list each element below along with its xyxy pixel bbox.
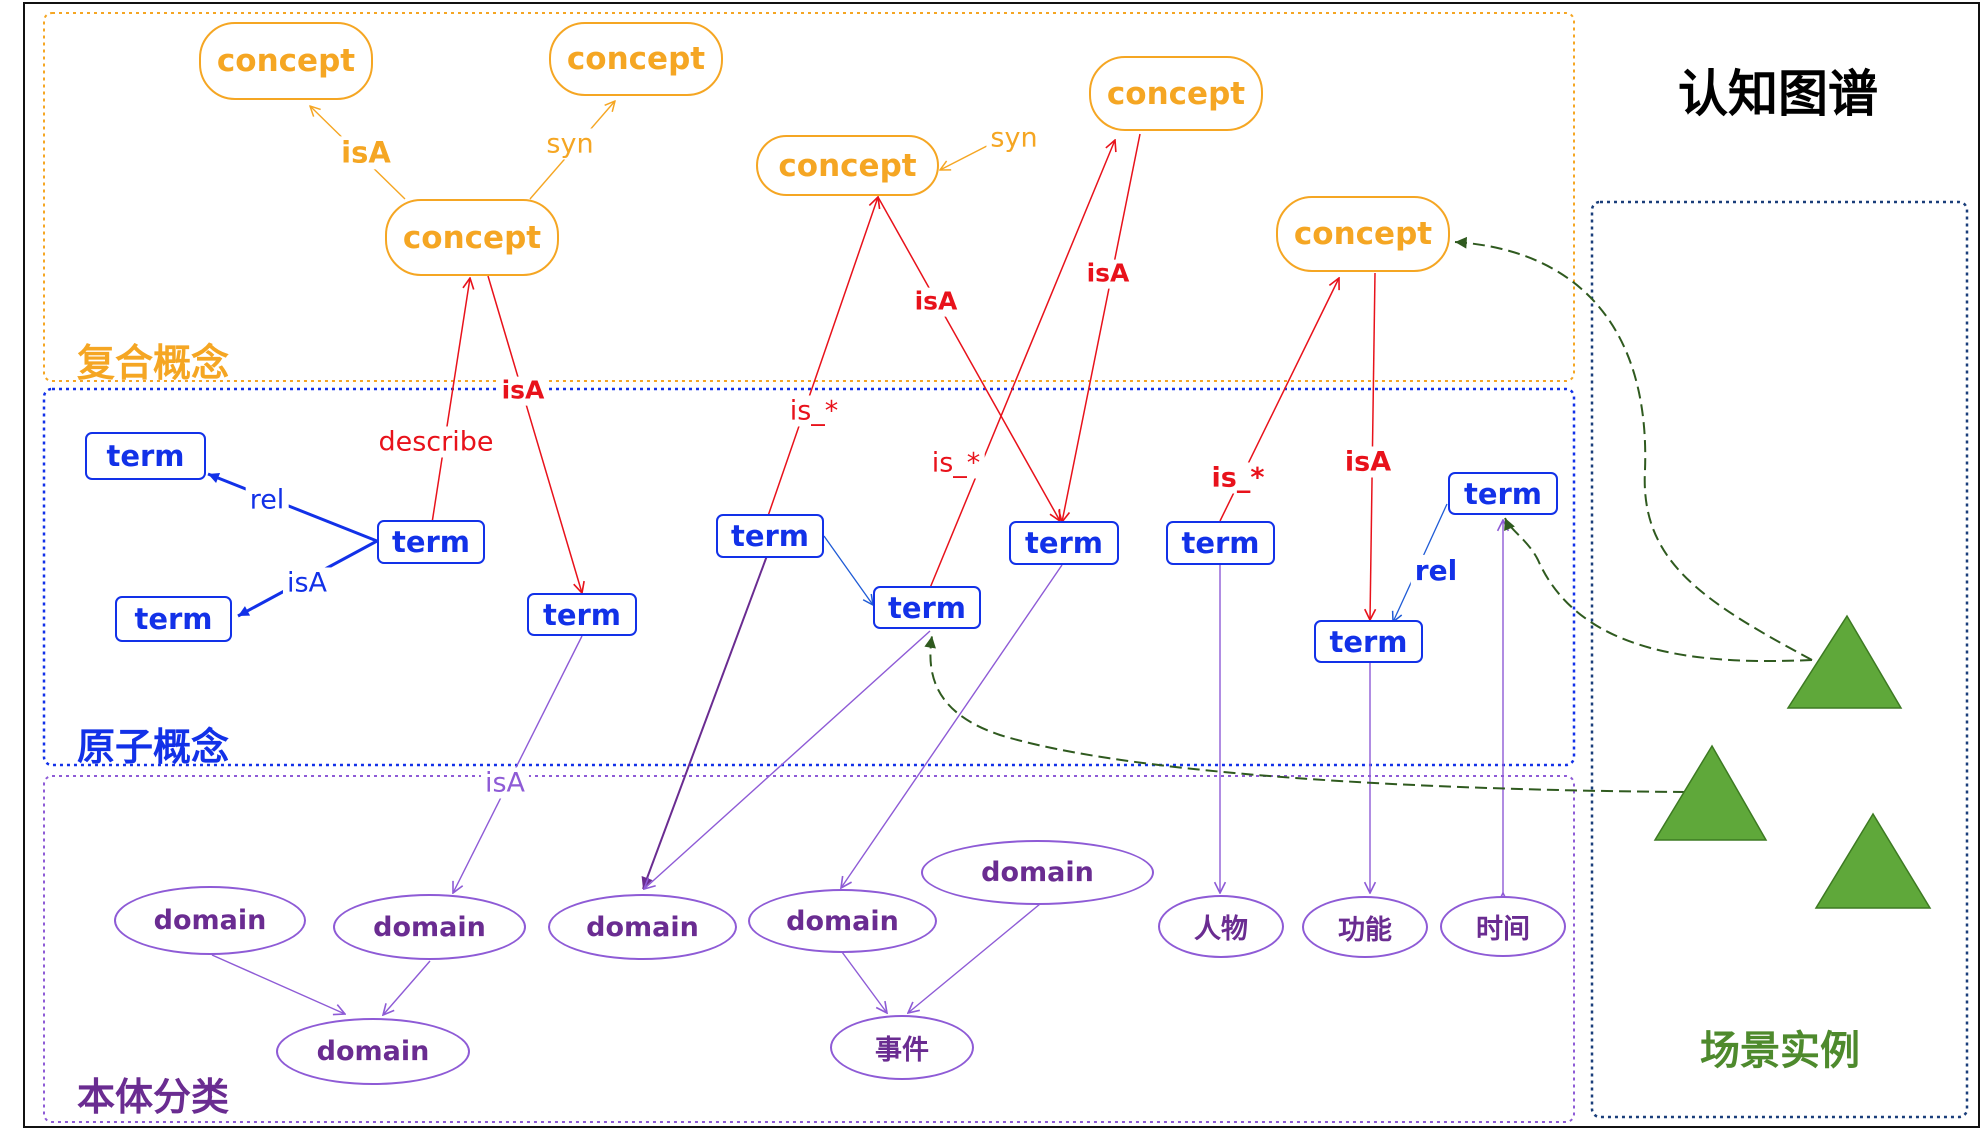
edge-label-rel: rel [1410,554,1462,588]
scene-section-box [1590,200,1969,1119]
scene-instance-triangle-3 [1814,812,1932,909]
edge-label-isA: isA [282,567,332,599]
term-node[interactable]: term [716,514,824,558]
term-node[interactable]: term [1314,620,1423,663]
event-node[interactable]: 事件 [830,1015,974,1080]
term-node[interactable]: term [873,586,981,629]
edge-label-is-star: is_* [1207,462,1269,494]
edge-label-describe: describe [374,426,498,458]
atomic-concept-label: 原子概念 [77,725,230,769]
person-node[interactable]: 人物 [1158,895,1284,958]
edge-label-syn: syn [542,128,598,160]
concept-node[interactable]: concept [199,22,373,100]
edge-label-isA: isA [480,767,530,799]
edge-label-syn: syn [986,122,1042,154]
domain-node[interactable]: domain [548,894,737,960]
function-node[interactable]: 功能 [1302,896,1428,958]
domain-node[interactable]: domain [333,894,526,960]
composite-concept-label: 复合概念 [77,341,230,385]
term-node[interactable]: term [115,596,232,642]
concept-node[interactable]: concept [1089,56,1263,131]
edge-label-isA: isA [1082,259,1134,289]
concept-node[interactable]: concept [1276,196,1450,272]
domain-node[interactable]: domain [921,840,1154,905]
atomic-section-box [42,387,1576,767]
domain-node[interactable]: domain [276,1018,470,1085]
term-node[interactable]: term [1009,521,1119,565]
edge-label-isA: isA [337,135,395,170]
outer-frame [23,2,1980,1128]
edge-label-is-star: is_* [927,447,985,479]
edge-label-isA: isA [497,376,549,406]
composite-section-box [43,12,1575,382]
edge-label-is-star: is_* [785,395,843,427]
term-node[interactable]: term [527,593,637,636]
term-node[interactable]: term [1448,472,1558,515]
edge-label-isA: isA [1340,446,1396,478]
edge-label-rel: rel [245,484,289,516]
domain-node[interactable]: domain [748,889,937,953]
ontology-classification-label: 本体分类 [77,1075,230,1119]
scene-instance-triangle-1 [1786,614,1903,709]
diagram-title: 认知图谱 [1678,65,1878,123]
concept-node[interactable]: concept [385,199,559,276]
concept-node[interactable]: concept [549,22,723,96]
edge-label-isA: isA [910,287,962,317]
domain-node[interactable]: domain [114,886,306,955]
scene-instance-triangle-2 [1653,744,1768,841]
concept-node[interactable]: concept [756,135,939,196]
term-node[interactable]: term [1166,521,1275,565]
ontology-section-box [43,775,1575,1123]
time-node[interactable]: 时间 [1440,896,1566,957]
scene-instance-label: 场景实例 [1700,1028,1860,1074]
term-node[interactable]: term [377,520,485,564]
term-node[interactable]: term [85,432,206,480]
